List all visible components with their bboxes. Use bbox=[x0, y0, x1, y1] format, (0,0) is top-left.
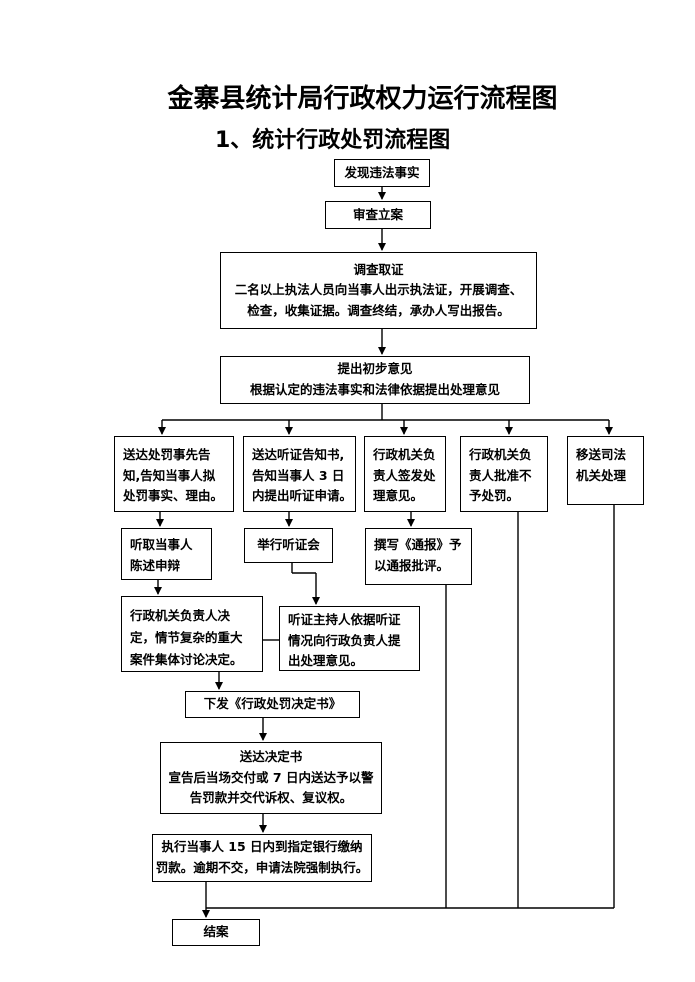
investigate-line: 检查，收集证据。调查终结，承办人写出报告。 bbox=[247, 302, 510, 318]
page-subtitle: 1、统计行政处罚流程图 bbox=[215, 128, 451, 153]
opinion-line: 根据认定的违法事实和法律依据提出处理意见 bbox=[249, 382, 500, 397]
page-title: 金寨县统计局行政权力运行流程图 bbox=[167, 84, 558, 114]
step-hearing: 举行听证会 bbox=[244, 528, 333, 563]
step-execute: 执行当事人 15 日内到指定银行缴纳 罚款。逾期不交，申请法院强制执行。 bbox=[152, 834, 372, 882]
step-review: 审查立案 bbox=[325, 201, 431, 229]
investigate-line: 二名以上执法人员向当事人出示执法证，开展调查、 bbox=[234, 282, 523, 298]
investigate-heading: 调查取证 bbox=[353, 261, 404, 277]
step-deliver: 送达决定书 宣告后当场交付或 7 日内送达予以警 告罚款并交代诉权、复议权。 bbox=[160, 742, 382, 814]
step-issue: 下发《行政处罚决定书》 bbox=[185, 691, 360, 718]
deliver-heading: 送达决定书 bbox=[239, 749, 303, 765]
step-host: 听证主持人依据听证 情况向行政负责人提 出处理意见。 bbox=[279, 606, 420, 671]
step-branch-5: 移送司法 机关处理 bbox=[567, 436, 644, 505]
step-decide: 行政机关负责人决 定，情节复杂的重大 案件集体讨论决定。 bbox=[121, 596, 263, 672]
step-close: 结案 bbox=[172, 919, 260, 946]
step-statement: 听取当事人 陈述申辩 bbox=[121, 528, 212, 580]
step-bulletin: 撰写《通报》予 以通报批评。 bbox=[365, 528, 472, 585]
step-discover: 发现违法事实 bbox=[334, 159, 430, 187]
step-branch-1: 送达处罚事先告 知,告知当事人拟 处罚事实、理由。 bbox=[114, 436, 234, 512]
step-investigate: 调查取证 二名以上执法人员向当事人出示执法证，开展调查、 检查，收集证据。调查终… bbox=[220, 252, 537, 329]
step-branch-3: 行政机关负 责人签发处 理意见。 bbox=[364, 436, 446, 512]
step-opinion: 提出初步意见 根据认定的违法事实和法律依据提出处理意见 bbox=[220, 356, 530, 404]
step-branch-4: 行政机关负 责人批准不 予处罚。 bbox=[460, 436, 548, 512]
step-branch-2: 送达听证告知书, 告知当事人 3 日 内提出听证申请。 bbox=[243, 436, 356, 512]
opinion-heading: 提出初步意见 bbox=[337, 361, 413, 377]
